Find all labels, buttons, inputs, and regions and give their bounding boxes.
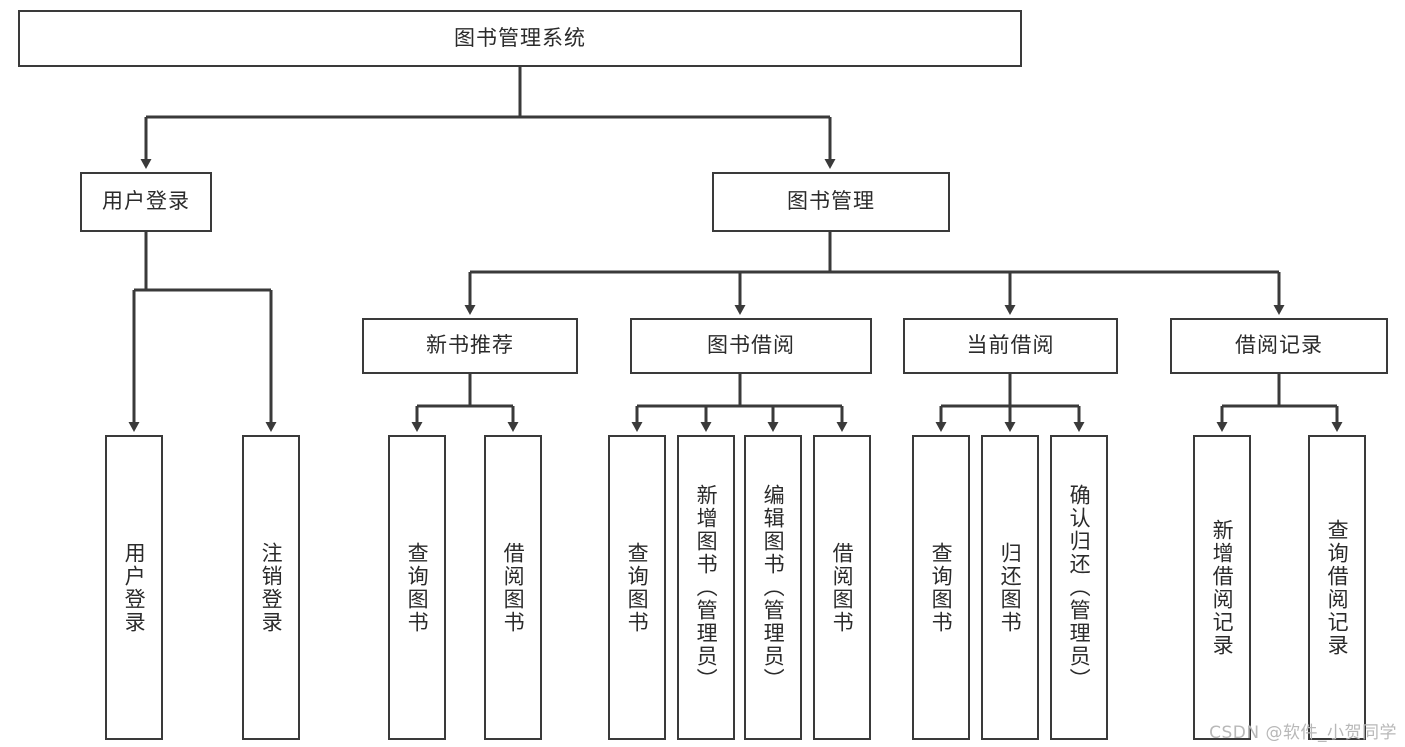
node-user-login[interactable]: 用户登录 bbox=[80, 172, 212, 232]
leaf-user-login-logout[interactable]: 注销登录 bbox=[242, 435, 300, 740]
leaf-label: 借阅图书 bbox=[501, 541, 526, 634]
leaf-label: 查询图书 bbox=[405, 541, 430, 634]
watermark-text: CSDN @软件_小贺同学 bbox=[1209, 723, 1397, 743]
node-root-label: 图书管理系统 bbox=[454, 25, 586, 50]
leaf-borrow-borrow-book[interactable]: 借阅图书 bbox=[813, 435, 871, 740]
node-user-login-label: 用户登录 bbox=[102, 189, 190, 214]
leaf-label: 借阅图书 bbox=[830, 541, 855, 634]
leaf-label: 查询图书 bbox=[625, 541, 650, 634]
leaf-borrow-edit-book[interactable]: 编辑图书（管理员） bbox=[744, 435, 802, 740]
leaf-label: 查询借阅记录 bbox=[1325, 518, 1350, 657]
leaf-label: 新增图书（管理员） bbox=[694, 484, 719, 691]
leaf-label: 确认归还（管理员） bbox=[1067, 484, 1092, 691]
leaf-current-confirm-return[interactable]: 确认归还（管理员） bbox=[1050, 435, 1108, 740]
node-book-management[interactable]: 图书管理 bbox=[712, 172, 950, 232]
node-book-management-label: 图书管理 bbox=[787, 189, 875, 214]
leaf-label: 新增借阅记录 bbox=[1210, 518, 1235, 657]
node-current-borrow[interactable]: 当前借阅 bbox=[903, 318, 1118, 374]
node-book-borrow[interactable]: 图书借阅 bbox=[630, 318, 872, 374]
leaf-record-add[interactable]: 新增借阅记录 bbox=[1193, 435, 1251, 740]
leaf-new-book-query[interactable]: 查询图书 bbox=[388, 435, 446, 740]
leaf-new-book-borrow[interactable]: 借阅图书 bbox=[484, 435, 542, 740]
leaf-record-query[interactable]: 查询借阅记录 bbox=[1308, 435, 1366, 740]
leaf-label: 编辑图书（管理员） bbox=[761, 484, 786, 691]
leaf-label: 用户登录 bbox=[122, 541, 147, 634]
node-book-borrow-label: 图书借阅 bbox=[707, 333, 795, 358]
node-borrow-record-label: 借阅记录 bbox=[1235, 333, 1323, 358]
node-new-book-recommend-label: 新书推荐 bbox=[426, 333, 514, 358]
leaf-borrow-query-book[interactable]: 查询图书 bbox=[608, 435, 666, 740]
leaf-label: 查询图书 bbox=[929, 541, 954, 634]
node-borrow-record[interactable]: 借阅记录 bbox=[1170, 318, 1388, 374]
leaf-borrow-add-book[interactable]: 新增图书（管理员） bbox=[677, 435, 735, 740]
leaf-current-return-book[interactable]: 归还图书 bbox=[981, 435, 1039, 740]
leaf-label: 归还图书 bbox=[998, 541, 1023, 634]
leaf-current-query-book[interactable]: 查询图书 bbox=[912, 435, 970, 740]
node-current-borrow-label: 当前借阅 bbox=[966, 333, 1055, 358]
leaf-label: 注销登录 bbox=[259, 541, 284, 634]
leaf-user-login-login[interactable]: 用户登录 bbox=[105, 435, 163, 740]
node-new-book-recommend[interactable]: 新书推荐 bbox=[362, 318, 578, 374]
node-root[interactable]: 图书管理系统 bbox=[18, 10, 1022, 67]
